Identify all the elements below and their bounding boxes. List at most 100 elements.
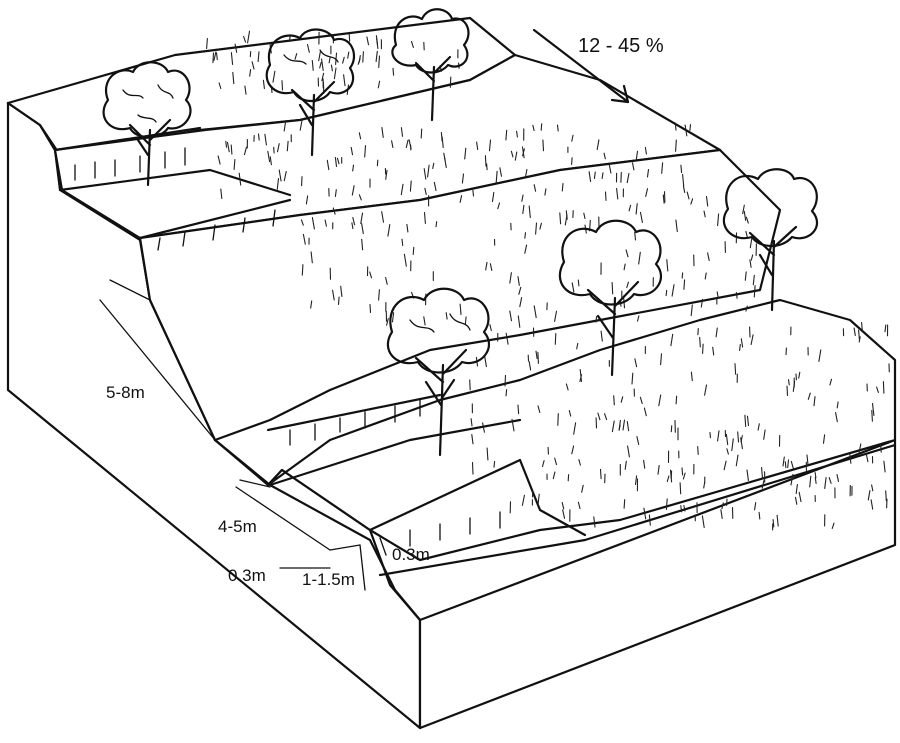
grass-tuft-icon bbox=[257, 51, 260, 63]
grass-tuft-icon bbox=[623, 263, 626, 271]
grass-tuft-icon bbox=[682, 472, 686, 480]
grass-tuft-icon bbox=[704, 272, 707, 280]
grass-tuft-icon bbox=[311, 217, 315, 230]
grass-tuft-icon bbox=[613, 395, 615, 406]
grass-tuft-icon bbox=[385, 276, 388, 285]
grass-tuft-icon bbox=[381, 211, 385, 223]
grass-tuft-icon bbox=[740, 437, 743, 450]
grass-tuft-icon bbox=[611, 420, 615, 433]
grass-tuft-icon bbox=[213, 51, 217, 61]
grass-tuft-icon bbox=[336, 157, 340, 165]
grass-tuft-icon bbox=[626, 281, 629, 289]
grass-tuft-icon bbox=[571, 157, 573, 165]
grass-tuft-icon bbox=[809, 475, 812, 488]
grass-tuft-icon bbox=[278, 169, 282, 182]
grass-tuft-icon bbox=[623, 499, 626, 509]
grass-tuft-icon bbox=[880, 443, 882, 453]
grass-tuft-icon bbox=[521, 146, 525, 159]
grass-tuft-icon bbox=[532, 124, 535, 132]
grass-tuft-icon bbox=[212, 52, 215, 64]
grass-tuft-icon bbox=[337, 296, 340, 305]
grass-tuft-icon bbox=[518, 286, 522, 295]
grass-tuft-icon bbox=[721, 502, 724, 510]
front-face bbox=[418, 438, 897, 730]
grass-tuft-icon bbox=[675, 395, 678, 405]
grass-tuft-icon bbox=[505, 332, 509, 345]
grass-tuft-icon bbox=[310, 251, 313, 264]
grass-tuft-icon bbox=[340, 285, 343, 298]
grass-tuft-icon bbox=[281, 80, 284, 91]
grass-tuft-icon bbox=[776, 514, 779, 527]
grass-tuft-icon bbox=[735, 454, 739, 467]
grass-tuft-icon bbox=[488, 139, 492, 152]
grass-tuft-icon bbox=[561, 183, 564, 192]
grass-tuft-icon bbox=[604, 191, 607, 201]
grass-tuft-icon bbox=[400, 183, 404, 196]
grass-tuft-icon bbox=[378, 55, 381, 68]
grass-tuft-icon bbox=[643, 507, 647, 520]
grass-tuft-icon bbox=[707, 252, 710, 262]
grass-tuft-icon bbox=[485, 261, 488, 271]
grass-tuft-icon bbox=[740, 338, 744, 348]
grass-tuft-icon bbox=[206, 37, 208, 50]
grass-tuft-icon bbox=[433, 181, 437, 192]
grass-tuft-icon bbox=[666, 475, 670, 483]
grass-tuft-icon bbox=[624, 460, 627, 470]
grass-tuft-icon bbox=[232, 71, 235, 85]
grass-tuft-icon bbox=[243, 35, 247, 43]
grass-tuft-icon bbox=[517, 315, 521, 328]
grass-tuft-icon bbox=[643, 407, 647, 417]
grass-tuft-icon bbox=[333, 67, 337, 80]
grass-tuft-icon bbox=[745, 216, 749, 224]
grass-tuft-icon bbox=[505, 389, 508, 397]
grass-tuft-icon bbox=[362, 51, 364, 63]
grass-tuft-icon bbox=[347, 51, 350, 59]
grass-tuft-icon bbox=[568, 409, 572, 417]
grass-tuft-icon bbox=[670, 333, 674, 347]
grass-tuft-icon bbox=[352, 164, 355, 172]
grass-tuft-icon bbox=[504, 374, 507, 387]
grass-tuft-icon bbox=[305, 195, 309, 205]
grass-tuft-icon bbox=[628, 204, 632, 212]
grass-tuft-icon bbox=[865, 453, 869, 463]
grass-tuft-icon bbox=[680, 164, 683, 174]
grass-tuft-icon bbox=[829, 378, 833, 386]
grass-tuft-icon bbox=[420, 128, 423, 139]
grass-tuft-icon bbox=[588, 171, 592, 183]
grass-tuft-icon bbox=[662, 194, 665, 204]
grass-tuft-icon bbox=[319, 61, 322, 69]
grass-tuft-icon bbox=[867, 490, 871, 501]
grass-tuft-icon bbox=[324, 219, 327, 227]
grass-tuft-icon bbox=[544, 188, 547, 196]
lip-height-right-label: 0.3m bbox=[392, 545, 430, 564]
grass-tuft-icon bbox=[645, 188, 649, 197]
grass-tuft-icon bbox=[499, 167, 503, 177]
grass-tuft-icon bbox=[786, 385, 789, 397]
grass-tufts bbox=[206, 30, 890, 531]
grass-tuft-icon bbox=[750, 254, 754, 261]
grass-tuft-icon bbox=[272, 70, 276, 83]
grass-tuft-icon bbox=[675, 219, 678, 233]
grass-tuft-icon bbox=[618, 424, 621, 431]
grass-tuft-icon bbox=[675, 139, 677, 152]
grass-tuft-icon bbox=[665, 289, 668, 297]
grass-tuft-icon bbox=[215, 52, 218, 61]
grass-tuft-icon bbox=[552, 471, 556, 480]
grass-tuft-icon bbox=[251, 61, 255, 70]
grass-tuft-icon bbox=[391, 312, 395, 323]
grass-tuft-icon bbox=[744, 271, 747, 281]
grass-tuft-icon bbox=[705, 195, 709, 207]
grass-tuft-icon bbox=[643, 459, 646, 469]
grass-tuft-icon bbox=[244, 85, 247, 95]
grass-tuft-icon bbox=[634, 475, 638, 485]
grass-tuft-icon bbox=[853, 327, 856, 337]
grass-tuft-icon bbox=[752, 274, 755, 286]
bench-width-label: 4-5m bbox=[218, 517, 257, 536]
lower-bench bbox=[266, 298, 897, 562]
grass-tuft-icon bbox=[571, 134, 574, 142]
grass-tuft-icon bbox=[596, 139, 600, 151]
grass-tuft-icon bbox=[369, 271, 373, 279]
grass-tuft-icon bbox=[493, 460, 496, 468]
grass-tuft-icon bbox=[470, 418, 473, 427]
grass-tuft-icon bbox=[361, 223, 364, 235]
